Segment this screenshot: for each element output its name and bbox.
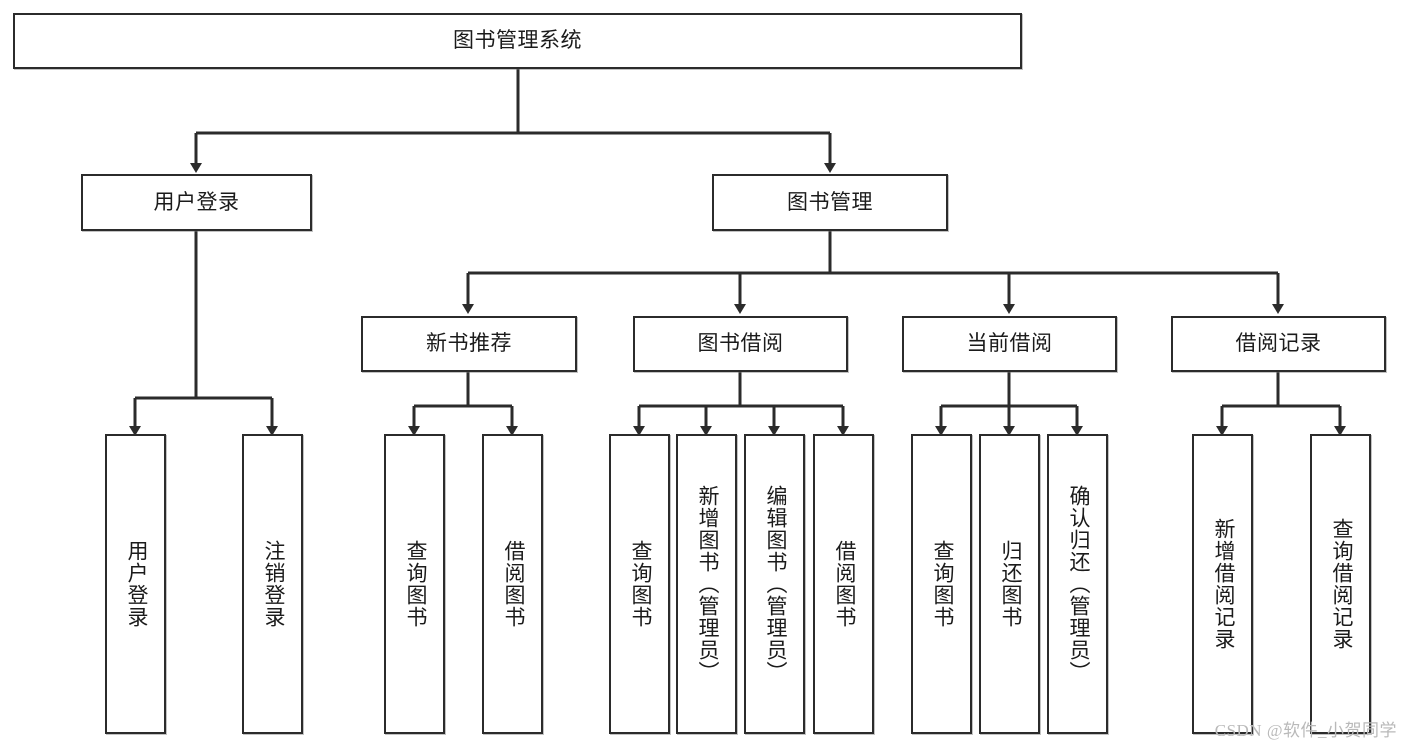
leaf-query-book-1[interactable]: 查询图书 [384,434,445,734]
leaf-return-book-label: 归还图书 [998,540,1022,628]
leaf-confirm-return[interactable]: 确认归还（管理员） [1047,434,1108,734]
leaf-add-book-label: 新增图书（管理员） [695,485,719,683]
leaf-return-book[interactable]: 归还图书 [979,434,1040,734]
node-book-management-label: 图书管理 [787,190,873,214]
node-new-book-recommend[interactable]: 新书推荐 [361,316,577,372]
node-user-login[interactable]: 用户登录 [81,174,312,231]
node-book-borrow[interactable]: 图书借阅 [633,316,848,372]
leaf-edit-book[interactable]: 编辑图书（管理员） [744,434,805,734]
leaf-query-record-label: 查询借阅记录 [1329,518,1353,650]
leaf-borrow-book-1-label: 借阅图书 [501,540,525,628]
leaf-user-login[interactable]: 用户登录 [105,434,166,734]
node-current-borrow-label: 当前借阅 [966,332,1053,356]
leaf-user-login-label: 用户登录 [124,540,148,628]
leaf-borrow-book-2[interactable]: 借阅图书 [813,434,874,734]
node-borrow-record[interactable]: 借阅记录 [1171,316,1386,372]
leaf-edit-book-label: 编辑图书（管理员） [763,485,787,683]
watermark-text: CSDN @软件_小贺同学 [1214,721,1397,740]
leaf-query-book-2-label: 查询图书 [628,540,652,628]
node-book-borrow-label: 图书借阅 [697,332,784,356]
leaf-borrow-book-2-label: 借阅图书 [832,540,856,628]
leaf-add-book[interactable]: 新增图书（管理员） [676,434,737,734]
leaf-query-book-3[interactable]: 查询图书 [911,434,972,734]
leaf-borrow-book-1[interactable]: 借阅图书 [482,434,543,734]
node-root-system[interactable]: 图书管理系统 [13,13,1022,69]
leaf-query-book-3-label: 查询图书 [930,540,954,628]
leaf-add-record-label: 新增借阅记录 [1211,518,1235,650]
leaf-query-record[interactable]: 查询借阅记录 [1310,434,1371,734]
leaf-user-logout-label: 注销登录 [261,540,285,628]
node-borrow-record-label: 借阅记录 [1235,332,1322,356]
node-user-login-label: 用户登录 [153,190,240,214]
leaf-query-book-2[interactable]: 查询图书 [609,434,670,734]
node-new-book-recommend-label: 新书推荐 [426,332,512,356]
node-current-borrow[interactable]: 当前借阅 [902,316,1117,372]
leaf-add-record[interactable]: 新增借阅记录 [1192,434,1253,734]
leaf-confirm-return-label: 确认归还（管理员） [1066,485,1090,683]
leaf-user-logout[interactable]: 注销登录 [242,434,303,734]
node-book-management[interactable]: 图书管理 [712,174,948,231]
node-root-system-label: 图书管理系统 [453,29,582,53]
leaf-query-book-1-label: 查询图书 [403,540,427,628]
